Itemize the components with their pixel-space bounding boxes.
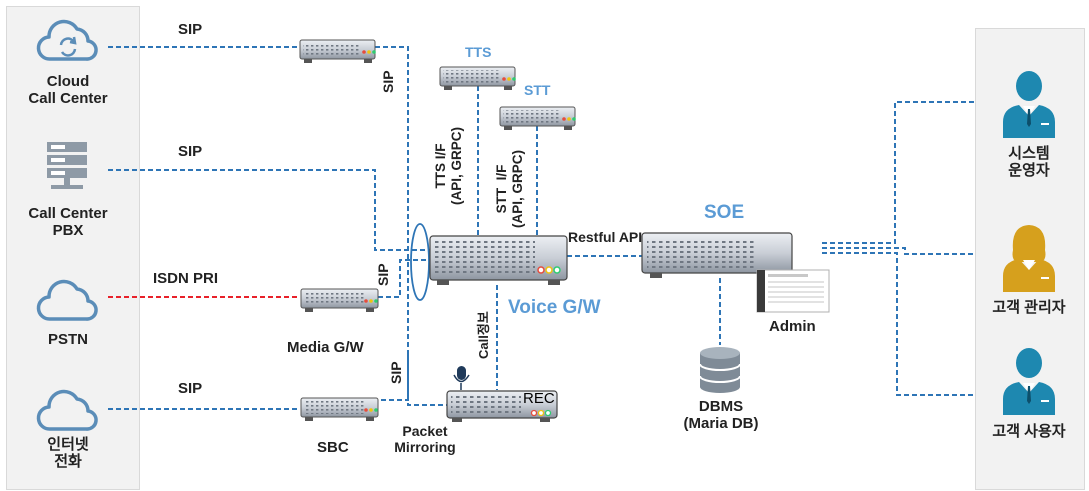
device-stt bbox=[499, 106, 576, 130]
cloud-sync-icon bbox=[36, 19, 98, 61]
internet-phone-label: 인터넷 전화 bbox=[47, 436, 89, 471]
device-tts bbox=[439, 66, 516, 90]
sip-vertical-top: SIP bbox=[380, 70, 396, 93]
blue-links bbox=[108, 46, 975, 410]
system-operator-label: 시스템 운영자 bbox=[1008, 145, 1050, 180]
admin-screen-image bbox=[756, 269, 830, 313]
cloud-call-center-label: Cloud Call Center bbox=[28, 73, 108, 108]
packet-mirroring-label: Packet Mirroring bbox=[394, 423, 456, 456]
voice-gw-label: Voice G/W bbox=[508, 297, 601, 318]
microphone-icon bbox=[453, 366, 470, 390]
dbms-label: DBMS (Maria DB) bbox=[683, 398, 759, 433]
sip-label-pbx: SIP bbox=[178, 143, 203, 160]
database-icon bbox=[699, 347, 741, 393]
tts-label: TTS bbox=[465, 44, 492, 60]
cloud-icon bbox=[36, 279, 98, 321]
sip-label-top: SIP bbox=[178, 21, 203, 38]
rec-label: REC bbox=[523, 390, 555, 407]
cloud-icon-internet bbox=[36, 389, 98, 431]
restful-api-label: Restful API bbox=[568, 229, 643, 245]
server-icon bbox=[47, 142, 87, 189]
sip-label-bottom: SIP bbox=[178, 380, 203, 397]
device-voice-gw bbox=[429, 235, 568, 285]
customer-user-label: 고객 사용자 bbox=[992, 423, 1066, 440]
tts-interface-label: TTS I/F (API, GRPC) bbox=[433, 126, 465, 205]
customer-manager-label: 고객 관리자 bbox=[992, 299, 1066, 316]
device-sbc bbox=[300, 397, 379, 421]
stt-interface-label: STT I/F (API, GRPC) bbox=[494, 149, 526, 228]
isdn-pri-label: ISDN PRI bbox=[153, 270, 219, 287]
soe-label: SOE bbox=[704, 202, 745, 223]
sip-vertical-bottom: SIP bbox=[388, 361, 404, 384]
user-person-icon bbox=[1003, 348, 1055, 415]
pstn-label: PSTN bbox=[47, 331, 89, 348]
device-rec bbox=[446, 390, 558, 422]
device-soe bbox=[641, 232, 793, 278]
link-bundle-ellipse bbox=[410, 223, 430, 301]
operator-person-icon bbox=[1003, 71, 1055, 138]
sbc-label: SBC bbox=[317, 439, 349, 456]
manager-person-icon bbox=[1003, 225, 1055, 292]
media-gw-label: Media G/W bbox=[287, 339, 364, 356]
call-center-pbx-label: Call Center PBX bbox=[28, 205, 108, 240]
call-info-label: Call정보 bbox=[476, 311, 491, 359]
device-top-gw bbox=[299, 39, 376, 63]
admin-label: Admin bbox=[769, 318, 816, 335]
stt-label: STT bbox=[524, 82, 551, 98]
device-media-gw bbox=[300, 288, 379, 312]
sip-vertical-mid: SIP bbox=[375, 263, 391, 286]
